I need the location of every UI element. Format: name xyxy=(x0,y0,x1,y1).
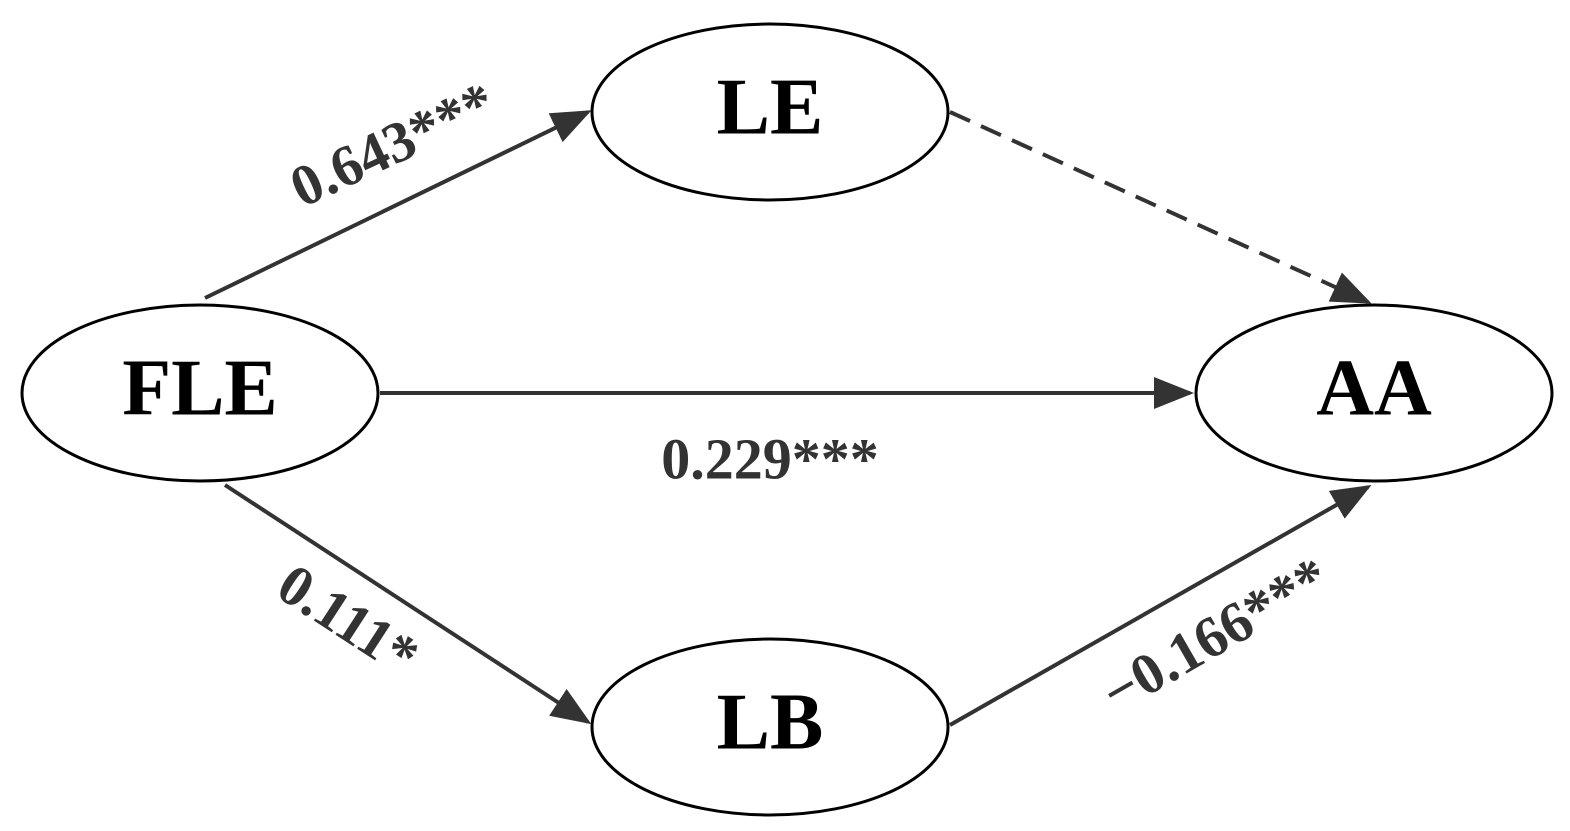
edge-fle-le xyxy=(204,110,592,300)
edge-label-fle-aa: 0.229*** xyxy=(661,426,879,491)
node-lb: LB xyxy=(590,637,950,817)
edge-fle-lb xyxy=(223,483,592,725)
edge-label-fle-lb: 0.111* xyxy=(266,551,430,689)
node-fle: FLE xyxy=(20,303,380,483)
node-aa: AA xyxy=(1194,303,1554,483)
node-label-le: LE xyxy=(717,63,824,151)
edge-lb-aa xyxy=(949,485,1372,727)
edge-label-lb-aa: −0.166*** xyxy=(1090,544,1339,726)
edge-label-fle-le: 0.643*** xyxy=(280,69,505,220)
edge-le-aa xyxy=(949,110,1372,304)
node-label-aa: AA xyxy=(1316,344,1432,432)
node-label-lb: LB xyxy=(717,678,824,766)
node-label-fle: FLE xyxy=(122,344,278,432)
node-le: LE xyxy=(590,22,950,202)
